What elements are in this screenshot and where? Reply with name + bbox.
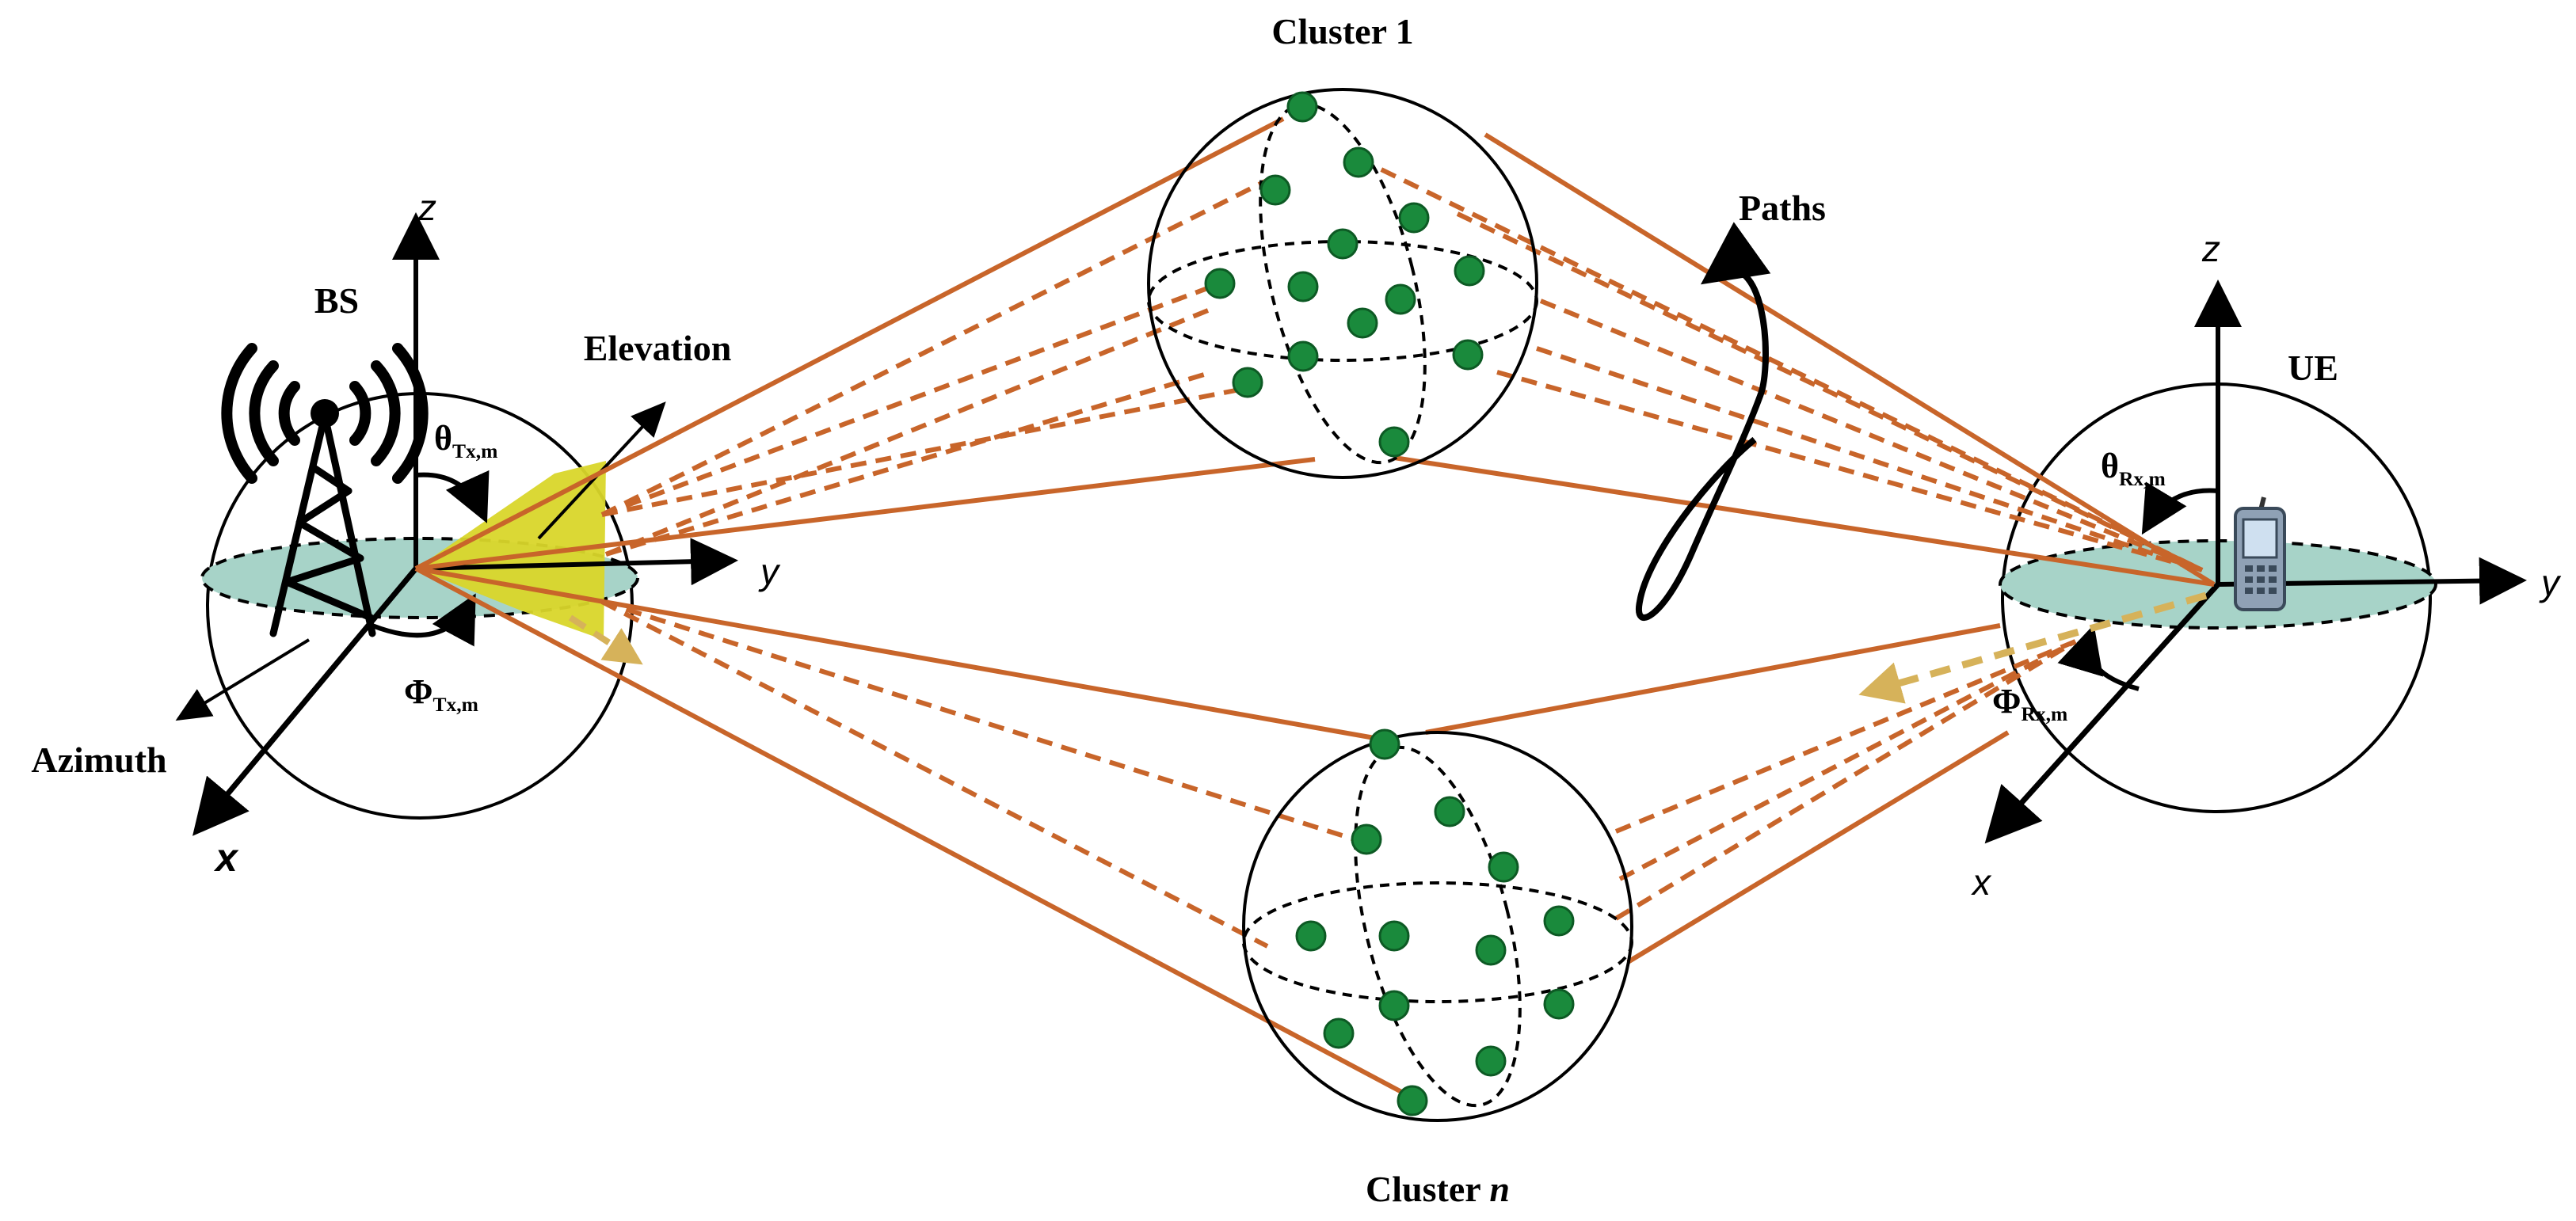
ray-dashed bbox=[1496, 370, 2203, 572]
phi-tx-label: ΦTx,m bbox=[404, 672, 478, 716]
ray-dashed bbox=[600, 599, 1269, 949]
ray-solid bbox=[415, 566, 1375, 740]
ray-dashed bbox=[601, 599, 1355, 842]
cluster-n-sphere bbox=[1242, 731, 1633, 1122]
scatterer-dot bbox=[1398, 202, 1430, 234]
scatterer-dot bbox=[1543, 905, 1575, 937]
ray-dashed bbox=[1456, 211, 2204, 572]
scatterer-dot bbox=[1295, 920, 1327, 952]
ue-sphere-group bbox=[1858, 280, 2527, 844]
ray-dashed bbox=[1539, 299, 2204, 572]
ray-dashed bbox=[1614, 639, 2077, 834]
ray-dashed bbox=[1357, 156, 2204, 572]
scatterer-dot bbox=[1378, 990, 1410, 1021]
scatterer-dot bbox=[1343, 146, 1374, 178]
phi-rx-arc bbox=[2057, 624, 2140, 691]
scatterer-dot bbox=[1454, 255, 1485, 287]
scatterer-dot bbox=[1475, 934, 1507, 966]
theta-rx-label: θRx,m bbox=[2101, 447, 2166, 490]
ray-dashed bbox=[1536, 346, 2203, 572]
bs-z-axis-label: z bbox=[417, 187, 436, 228]
bs-x-axis-label: x bbox=[213, 835, 239, 880]
scatterer-dot bbox=[1259, 174, 1291, 206]
phone-icon bbox=[2234, 496, 2286, 611]
bs-y-axis bbox=[415, 538, 738, 586]
theta-rx-arc bbox=[2141, 481, 2219, 535]
elevation-label: Elevation bbox=[584, 328, 732, 368]
scatterer-dot bbox=[1323, 1018, 1355, 1049]
ray-dashed bbox=[1614, 639, 2077, 921]
ray-solid bbox=[1484, 132, 2216, 587]
scatterer-dot bbox=[1378, 426, 1410, 458]
scatterer-dot bbox=[1286, 91, 1318, 123]
scatterer-dot bbox=[1488, 851, 1519, 883]
phi-tx-arc bbox=[371, 593, 476, 647]
scatterer-dot bbox=[1378, 920, 1410, 952]
theta-tx-label: θTx,m bbox=[434, 419, 497, 462]
ue-reflected-ray bbox=[1858, 591, 2208, 704]
scatterers bbox=[1204, 91, 1575, 1116]
scatterer-dot bbox=[1351, 824, 1382, 855]
theta-tx-arc bbox=[415, 470, 490, 523]
azimuth-arrow bbox=[175, 638, 311, 721]
scatterer-dot bbox=[1543, 988, 1575, 1020]
scatterer-dot bbox=[1385, 283, 1416, 315]
ue-y-axis-label: y bbox=[2539, 562, 2562, 603]
ray-dashed bbox=[600, 283, 1218, 517]
scatterer-dot bbox=[1232, 367, 1263, 398]
bs-x-axis bbox=[192, 566, 418, 836]
ray-solid bbox=[414, 566, 1419, 1103]
ue-label: UE bbox=[2288, 348, 2338, 388]
paths-label: Paths bbox=[1739, 188, 1826, 228]
scatterer-dot bbox=[1204, 268, 1236, 299]
ray-dashed bbox=[605, 370, 1213, 557]
scatterer-dot bbox=[1475, 1045, 1507, 1077]
bs-tower-icon bbox=[269, 412, 376, 637]
ray-solid bbox=[414, 116, 1285, 571]
bs-signal-waves-icon bbox=[221, 343, 429, 484]
cluster-1-label: Cluster 1 bbox=[1271, 11, 1413, 51]
scatterer-dot bbox=[1327, 228, 1358, 260]
scatterer-dot bbox=[1369, 728, 1400, 760]
propagation-paths bbox=[414, 116, 2216, 1103]
bs-sphere-group bbox=[175, 212, 738, 836]
bs-reflected-ray bbox=[568, 614, 643, 665]
ray-dashed bbox=[601, 386, 1248, 517]
bs-y-axis-label: y bbox=[758, 551, 781, 592]
ray-dashed bbox=[1618, 639, 2077, 881]
ray-solid bbox=[415, 457, 1316, 571]
bs-label: BS bbox=[314, 280, 359, 321]
ue-x-axis bbox=[1984, 582, 2220, 844]
azimuth-label: Azimuth bbox=[31, 740, 166, 780]
ray-solid bbox=[1626, 730, 2010, 964]
scatterer-dot bbox=[1287, 340, 1319, 372]
ray-dashed bbox=[604, 306, 1214, 557]
scatterer-dot bbox=[1397, 1085, 1428, 1116]
ue-x-axis-label: x bbox=[1971, 862, 1992, 903]
scatterer-dot bbox=[1434, 796, 1465, 827]
ue-z-axis-label: z bbox=[2201, 228, 2220, 269]
ray-solid bbox=[1393, 455, 2215, 587]
scatterer-dot bbox=[1287, 271, 1319, 302]
ray-solid bbox=[1425, 623, 2001, 735]
cluster-n-label: Cluster n bbox=[1366, 1169, 1510, 1209]
paths-rotation-arrow bbox=[1635, 222, 1771, 621]
scatterer-dot bbox=[1452, 339, 1484, 371]
scatterer-dot bbox=[1347, 307, 1378, 339]
phi-rx-label: ΦRx,m bbox=[1992, 682, 2067, 725]
